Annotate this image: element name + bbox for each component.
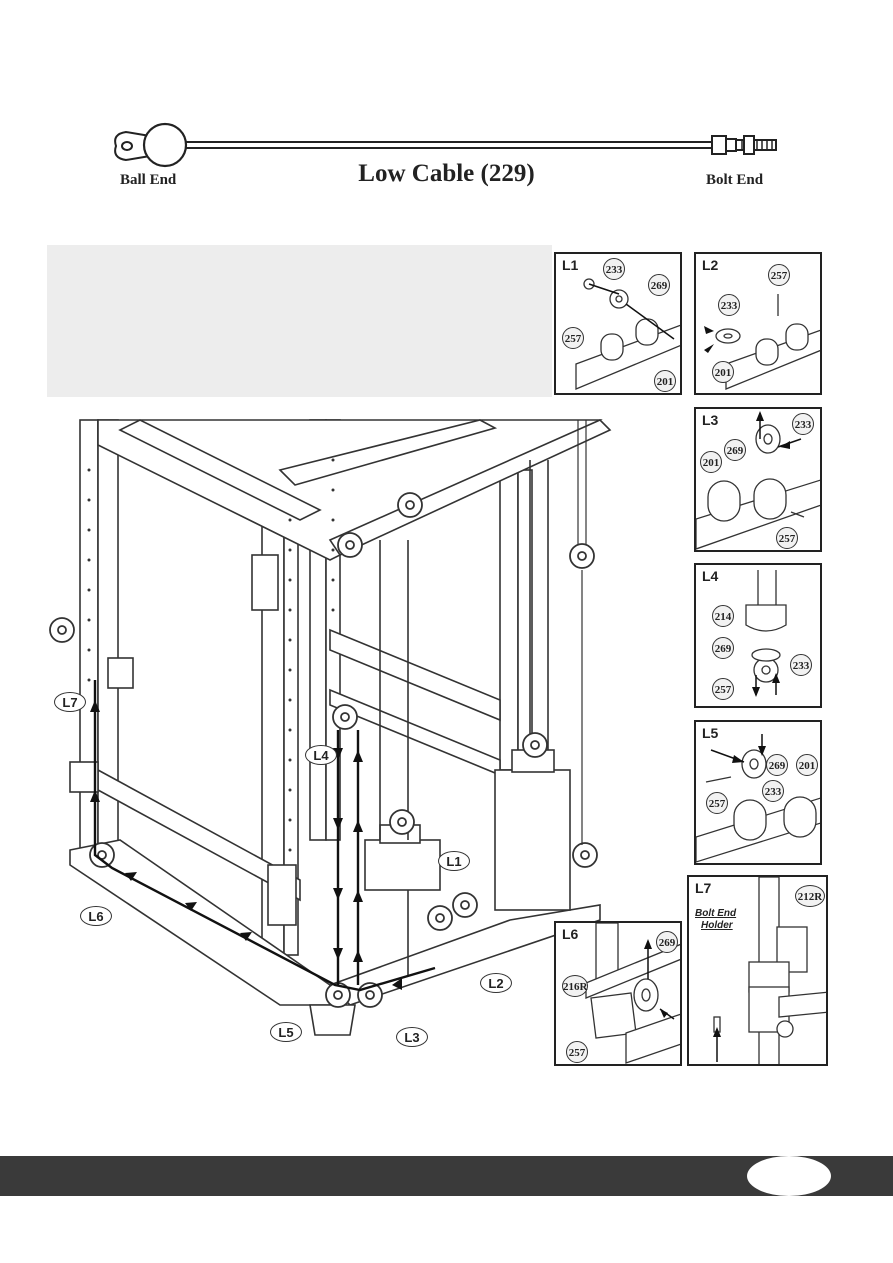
panel-l5-drawing <box>696 734 820 863</box>
panel-l1-part-201: 201 <box>654 370 676 392</box>
callout-l6: L6 <box>80 906 112 926</box>
panel-l6-title: L6 <box>562 926 579 942</box>
footer-bar <box>0 1156 893 1196</box>
panel-l5-title: L5 <box>702 725 719 741</box>
panel-l5-part-269: 269 <box>766 754 788 776</box>
panel-l6-part-257: 257 <box>566 1041 588 1063</box>
panel-l6-part-269: 269 <box>656 931 678 953</box>
detail-panel-l2: L2 257 233 201 <box>694 252 822 395</box>
panel-l3-drawing <box>696 411 820 550</box>
panel-l2-part-201: 201 <box>712 361 734 383</box>
cable-title: Low Cable (229) <box>358 160 535 187</box>
panel-l1-title: L1 <box>562 257 579 273</box>
panel-l4-part-214: 214 <box>712 605 734 627</box>
panel-l4-part-269: 269 <box>712 637 734 659</box>
panel-l3-title: L3 <box>702 412 719 428</box>
callout-l7: L7 <box>54 692 86 712</box>
callout-l3: L3 <box>396 1027 428 1047</box>
detail-panel-l4: L4 214 269 233 257 <box>694 563 822 708</box>
panel-l7-part-212r: 212R <box>795 885 825 907</box>
panel-l1-part-233: 233 <box>603 258 625 280</box>
panel-l3-part-269: 269 <box>724 439 746 461</box>
panel-l6-part-216r: 216R <box>562 975 588 997</box>
panel-l5-part-201: 201 <box>796 754 818 776</box>
panel-l1-part-257: 257 <box>562 327 584 349</box>
panel-l3-part-257: 257 <box>776 527 798 549</box>
panel-l4-part-257: 257 <box>712 678 734 700</box>
panel-l5-part-233: 233 <box>762 780 784 802</box>
bolt-end-holder-label-2: Holder <box>701 920 733 931</box>
callout-l1: L1 <box>438 851 470 871</box>
panel-l3-part-233: 233 <box>792 413 814 435</box>
low-cable-drawing <box>114 122 777 168</box>
callout-l2: L2 <box>480 973 512 993</box>
detail-panel-l7: L7 212R Bolt End Holder <box>687 875 828 1066</box>
panel-l3-part-201: 201 <box>700 451 722 473</box>
panel-l4-drawing <box>745 570 787 697</box>
panel-l2-title: L2 <box>702 257 719 273</box>
panel-l5-part-257: 257 <box>706 792 728 814</box>
bolt-end-holder-label-1: Bolt End <box>695 908 737 919</box>
detail-panel-l5: L5 269 201 257 233 <box>694 720 822 865</box>
detail-panel-l3: L3 233 201 269 257 <box>694 407 822 552</box>
page-number-oval <box>747 1156 831 1196</box>
panel-l4-title: L4 <box>702 568 719 584</box>
panel-l7-drawing <box>713 877 826 1064</box>
bolt-end-label: Bolt End <box>706 172 764 188</box>
callout-l4: L4 <box>305 745 337 765</box>
detail-panel-l6: L6 269 216R 257 <box>554 921 682 1066</box>
callout-l5: L5 <box>270 1022 302 1042</box>
panel-l4-part-233: 233 <box>790 654 812 676</box>
ball-end-label: Ball End <box>120 172 177 188</box>
panel-l2-part-233: 233 <box>718 294 740 316</box>
shaded-backdrop <box>47 245 552 397</box>
panel-l1-part-269: 269 <box>648 274 670 296</box>
panel-l6-drawing <box>585 923 680 1064</box>
detail-panel-l1: L1 233 269 257 201 <box>554 252 682 395</box>
panel-l1-drawing <box>575 278 680 390</box>
panel-l2-part-257: 257 <box>768 264 790 286</box>
panel-l7-title: L7 <box>695 880 712 896</box>
